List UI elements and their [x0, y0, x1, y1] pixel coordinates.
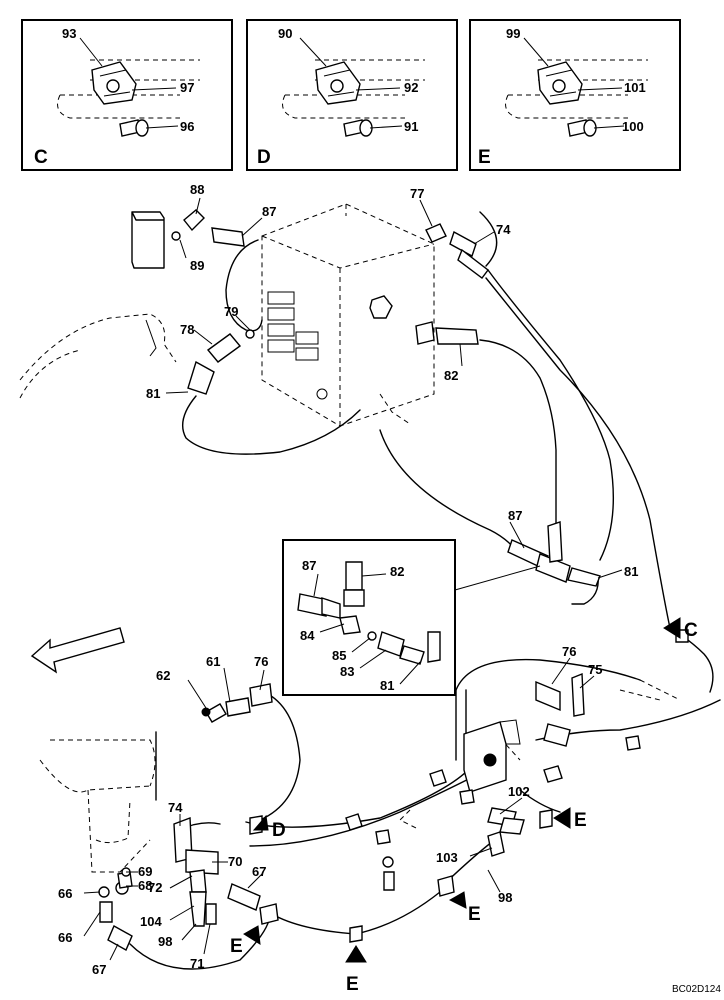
callout-label: 74 — [496, 222, 511, 237]
drawing-code: BC02D124 — [672, 984, 721, 995]
callout-label: 101 — [624, 80, 646, 95]
bolt-d — [343, 119, 373, 137]
view-arrow-icon — [663, 617, 681, 639]
view-letter-c: C — [34, 147, 48, 168]
clamp-d — [315, 61, 361, 105]
callout-label: 77 — [410, 186, 424, 201]
callout-label: 70 — [228, 854, 242, 869]
callout-label: 66 — [58, 886, 72, 901]
inset-view-c: 93 97 96 C — [21, 19, 233, 171]
callout-label: 72 — [148, 880, 162, 895]
callout-label: 87 — [302, 558, 316, 573]
view-letter-d: D — [257, 147, 271, 168]
callout-label: 68 — [138, 878, 152, 893]
callout-label: 103 — [436, 850, 458, 865]
inset-frame-d — [246, 19, 458, 171]
pump-block — [345, 719, 641, 845]
tee-detail-inset — [282, 539, 541, 696]
inset-view-d: 90 92 91 D — [246, 19, 458, 171]
callout-label: 75 — [588, 662, 602, 677]
callout-label: 99 — [506, 26, 520, 41]
callout-label: 96 — [180, 119, 194, 134]
leader-lines — [83, 197, 623, 961]
callout-label: 98 — [158, 934, 172, 949]
view-marker-e: E — [468, 904, 481, 925]
view-marker-e: E — [346, 974, 359, 995]
callout-label: 98 — [498, 890, 512, 905]
detail-frame — [282, 539, 456, 696]
view-marker-c: C — [684, 620, 698, 641]
view-arrow-icon — [345, 945, 367, 963]
callout-label: 82 — [444, 368, 458, 383]
callout-label: 62 — [156, 668, 170, 683]
callout-label: 67 — [252, 864, 266, 879]
callout-label: 83 — [340, 664, 354, 679]
clamp-e — [537, 61, 583, 105]
callout-label: 91 — [404, 119, 418, 134]
frame-structure — [19, 211, 411, 425]
fittings — [98, 209, 689, 951]
bolt-e — [567, 119, 597, 137]
callout-label: 87 — [262, 204, 276, 219]
hose-lines — [129, 211, 721, 970]
callout-label: 87 — [508, 508, 522, 523]
view-arrow-icon — [252, 814, 269, 831]
callout-label: 81 — [624, 564, 638, 579]
callout-label: 78 — [180, 322, 194, 337]
callout-label: 90 — [278, 26, 292, 41]
callout-label: 61 — [206, 654, 220, 669]
bolt-c — [119, 119, 149, 137]
callout-label: 93 — [62, 26, 76, 41]
callout-label: 81 — [380, 678, 394, 693]
callout-label: 66 — [58, 930, 72, 945]
view-markers: C D E E E E — [230, 617, 698, 995]
callout-label: 102 — [508, 784, 530, 799]
callout-label: 71 — [190, 956, 204, 971]
view-arrow-icon — [448, 891, 467, 909]
inset-view-e: 99 101 100 E — [469, 19, 681, 171]
callout-label: 97 — [180, 80, 194, 95]
view-marker-e: E — [574, 810, 587, 831]
callout-label: 88 — [190, 182, 204, 197]
callout-label: 82 — [390, 564, 404, 579]
callout-label: 92 — [404, 80, 418, 95]
callout-label: 85 — [332, 648, 346, 663]
callout-label: 69 — [138, 864, 152, 879]
view-arrow-icon — [553, 807, 571, 829]
control-valve-block — [261, 203, 435, 427]
callout-label: 104 — [140, 914, 162, 929]
inset-frame-c — [21, 19, 233, 171]
callout-label: 89 — [190, 258, 204, 273]
view-arrow-icon — [243, 925, 261, 945]
view-letter-e: E — [478, 147, 491, 168]
callout-label: 67 — [92, 962, 106, 977]
callout-label: 79 — [224, 304, 238, 319]
callout-label: 100 — [622, 119, 644, 134]
callouts: 88 87 89 77 74 79 78 81 82 87 81 87 82 8… — [58, 182, 638, 977]
callout-label: 74 — [168, 800, 183, 815]
view-marker-e: E — [230, 936, 243, 957]
callout-label: 76 — [254, 654, 268, 669]
view-marker-d: D — [272, 820, 286, 841]
clamp-c — [91, 61, 137, 105]
callout-label: 76 — [562, 644, 576, 659]
callout-label: 81 — [146, 386, 160, 401]
callout-label: 84 — [300, 628, 315, 643]
front-direction-arrow — [30, 627, 125, 674]
inset-frame-e — [469, 19, 681, 171]
